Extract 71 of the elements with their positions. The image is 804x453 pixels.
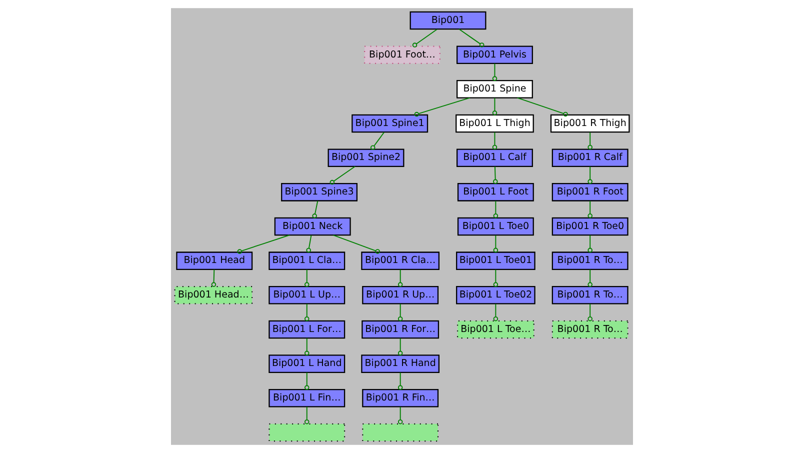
connector [332, 234, 380, 254]
node-box: Bip001 L Cla… [268, 252, 346, 270]
node-box: Bip001 L Toe02 [456, 286, 536, 304]
node-box: Bip001 Spine [456, 80, 533, 98]
connector [493, 200, 498, 218]
node-box: Bip001 L Hand [268, 354, 346, 373]
connector [304, 406, 310, 424]
connector [304, 338, 310, 356]
node-box: Bip001 Head… [174, 286, 253, 304]
node-box: Bip001 R To… [552, 320, 628, 339]
connector [492, 132, 498, 150]
connector [493, 269, 498, 287]
node-box: Bip001 R Fin… [362, 388, 439, 408]
node-box: Bip001 L For… [268, 320, 346, 339]
connector [398, 406, 403, 424]
node-box: Bip001 R Up… [362, 286, 439, 304]
node-box: Bip001 Spine3 [281, 183, 358, 202]
node-box: Bip001 R Foot [552, 183, 628, 202]
connector [312, 200, 318, 218]
node-box: Bip001 L Thigh [456, 114, 534, 133]
connector [370, 132, 385, 150]
node-box: Bip001 L Fin… [268, 388, 346, 408]
connector [588, 132, 592, 150]
connector [304, 269, 310, 287]
node-box: Bip001 R For… [362, 320, 440, 339]
node-box: Bip001 R To… [552, 286, 628, 304]
node-box: Bip001 R Cla… [361, 252, 440, 270]
node-box: Bip001 Spine2 [328, 148, 404, 167]
connector [211, 269, 216, 287]
connector [398, 372, 403, 390]
node-box: Bip001 Neck [274, 217, 351, 236]
node-box: Bip001 [410, 11, 486, 30]
connector [493, 234, 498, 253]
node-box: Bip001 R To… [552, 252, 628, 270]
connector [306, 234, 312, 253]
connector [412, 28, 438, 48]
connector [492, 98, 498, 116]
connector [398, 303, 403, 322]
node-box: Bip001 L Toe… [456, 320, 534, 339]
node-box: Bip001 R Hand [361, 354, 440, 373]
node-box: Bip001 L Toe01 [456, 252, 536, 270]
connector [588, 269, 592, 287]
node-box: Bip001 Pelvis [456, 46, 533, 64]
connector [414, 97, 470, 117]
node-box: Bip001 R Toe0 [552, 217, 628, 236]
node-box: Bip001 Foot… [364, 46, 440, 64]
connector [398, 338, 403, 356]
node-box: Bip001 Head [176, 252, 253, 270]
node-box: Bip001 L Foot [457, 183, 534, 202]
connector [588, 303, 592, 322]
node-box: Bip001 R Calf [552, 148, 628, 167]
connector [588, 234, 592, 253]
connector [458, 28, 484, 48]
connector [493, 166, 498, 184]
node-box: Bip001 L Toe0 [457, 217, 534, 236]
node-box: Bip001 L Up… [268, 286, 346, 304]
connector [492, 63, 498, 81]
node-box: Bip001 Spine1 [352, 114, 428, 133]
connector [516, 97, 568, 117]
node-box: Bip001 L Calf [456, 148, 533, 167]
connector [588, 200, 592, 218]
connector [588, 166, 592, 184]
connector [330, 166, 356, 185]
connector [237, 234, 290, 254]
node-box [268, 423, 346, 442]
connector [304, 372, 310, 390]
node-box: Bip001 R Thigh [550, 114, 630, 133]
connector [398, 269, 403, 287]
connector [493, 303, 498, 322]
node-box [362, 423, 439, 442]
connector [304, 303, 310, 322]
